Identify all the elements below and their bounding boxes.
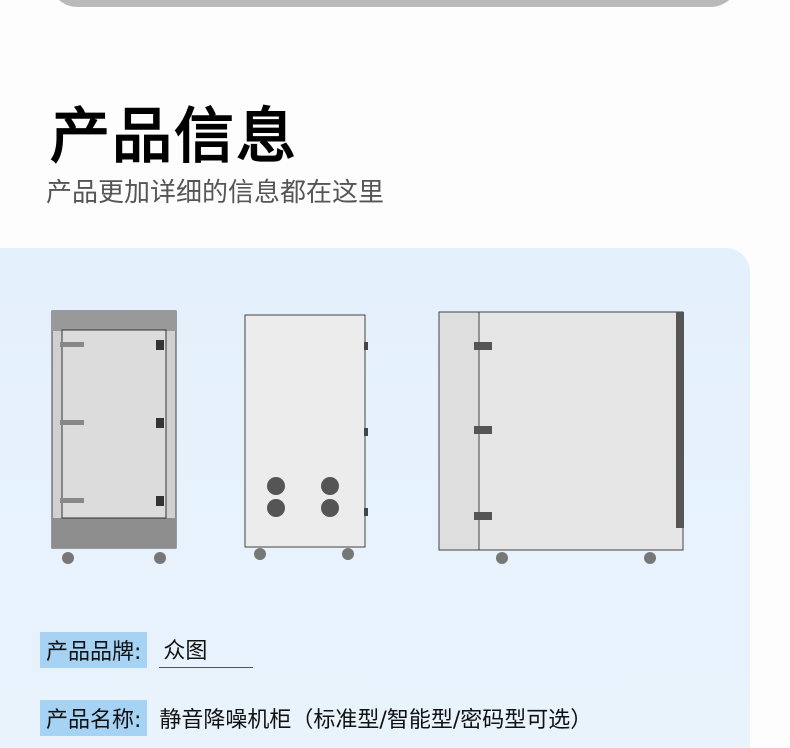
page-subtitle: 产品更加详细的信息都在这里 [46, 178, 385, 208]
cabinet-open-door-view [438, 311, 684, 564]
cabinet-side-view [244, 314, 368, 560]
brand-label: 产品品牌: [40, 632, 148, 668]
name-label: 产品名称: [40, 700, 148, 736]
brand-value: 众图 [159, 633, 254, 668]
info-row-name: 产品名称: 静音降噪机柜（标准型/智能型/密码型可选） [40, 700, 592, 736]
page-title: 产品信息 [50, 102, 298, 172]
name-value: 静音降噪机柜（标准型/智能型/密码型可选） [159, 708, 593, 733]
cabinet-front-view [51, 310, 177, 564]
top-banner-edge [48, 0, 740, 7]
info-row-brand: 产品品牌: 众图 [40, 632, 254, 668]
